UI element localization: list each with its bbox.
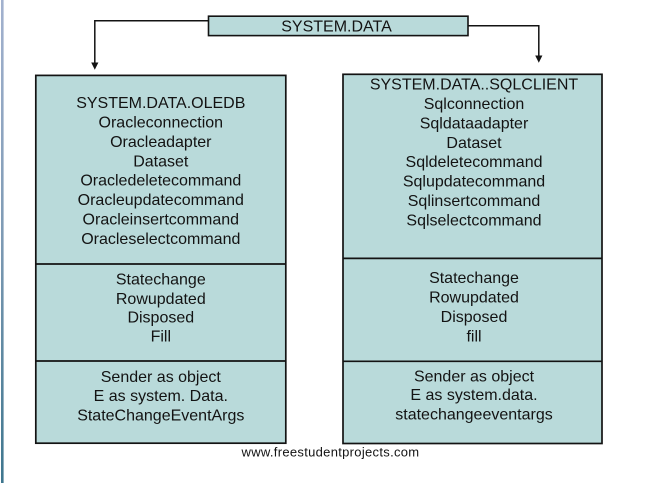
- svg-text:SYSTEM.DATA: SYSTEM.DATA: [281, 19, 392, 36]
- svg-text:Oracleselectcommand: Oracleselectcommand: [81, 231, 240, 248]
- svg-text:statechangeeventargs: statechangeeventargs: [395, 407, 552, 424]
- svg-text:Sqlselectcommand: Sqlselectcommand: [406, 212, 541, 229]
- svg-text:SYSTEM.DATA.OLEDB: SYSTEM.DATA.OLEDB: [76, 95, 245, 112]
- svg-text:fill: fill: [466, 329, 481, 346]
- svg-text:Oracleupdatecommand: Oracleupdatecommand: [78, 192, 244, 209]
- svg-text:Oracleconnection: Oracleconnection: [99, 115, 224, 132]
- svg-text:Oracledeletecommand: Oracledeletecommand: [80, 173, 241, 190]
- svg-text:Sender as object: Sender as object: [414, 369, 535, 386]
- svg-text:Sqlupdatecommand: Sqlupdatecommand: [403, 174, 545, 191]
- svg-text:Fill: Fill: [151, 328, 171, 345]
- svg-text:E as system.data.: E as system.data.: [410, 387, 537, 404]
- svg-text:www.freestudentprojects.com: www.freestudentprojects.com: [241, 445, 420, 460]
- svg-text:Rowupdated: Rowupdated: [429, 290, 519, 307]
- svg-text:Dataset: Dataset: [133, 153, 189, 170]
- svg-text:Sqlinsertcommand: Sqlinsertcommand: [408, 193, 541, 210]
- svg-text:Dataset: Dataset: [446, 135, 502, 152]
- svg-text:Sender as object: Sender as object: [101, 369, 222, 386]
- svg-text:Rowupdated: Rowupdated: [116, 291, 206, 308]
- svg-text:Oracleadapter: Oracleadapter: [110, 134, 212, 151]
- svg-text:StateChangeEventArgs: StateChangeEventArgs: [77, 407, 244, 424]
- svg-text:E as system. Data.: E as system. Data.: [94, 388, 228, 405]
- svg-text:Sqlconnection: Sqlconnection: [424, 96, 525, 113]
- svg-text:Statechange: Statechange: [429, 270, 519, 287]
- svg-text:Oracleinsertcommand: Oracleinsertcommand: [83, 212, 240, 229]
- svg-text:Disposed: Disposed: [127, 310, 194, 327]
- svg-text:Disposed: Disposed: [441, 309, 508, 326]
- svg-text:Sqldataadapter: Sqldataadapter: [420, 115, 529, 132]
- svg-text:SYSTEM.DATA..SQLCLIENT: SYSTEM.DATA..SQLCLIENT: [370, 77, 579, 94]
- svg-text:Statechange: Statechange: [116, 272, 206, 289]
- svg-text:Sqldeletecommand: Sqldeletecommand: [406, 154, 543, 171]
